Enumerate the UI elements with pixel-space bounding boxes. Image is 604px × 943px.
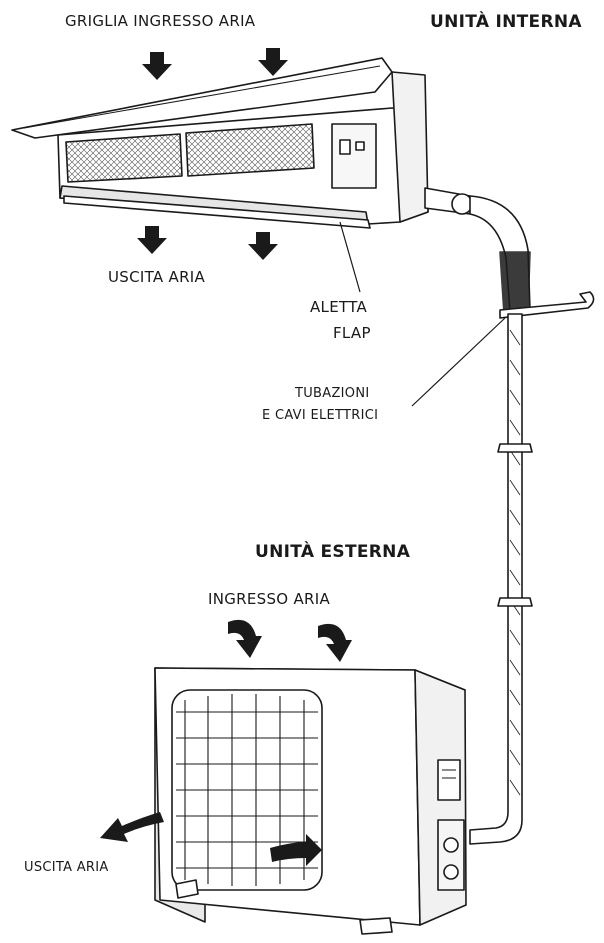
- rating-plate: [437, 759, 461, 801]
- curved-arrow-icon: [270, 834, 322, 866]
- down-arrow-icon: [137, 226, 167, 254]
- right-foot: [359, 917, 393, 935]
- control-panel: [331, 123, 377, 189]
- flap: [63, 195, 371, 229]
- outdoor-unit: [154, 667, 467, 935]
- wall-bracket: [499, 291, 595, 319]
- label-piping-line1: TUBAZIONI: [295, 386, 370, 401]
- label-air-inlet-grille: GRIGLIA INGRESSO ARIA: [65, 12, 256, 30]
- down-arrow-icon: [248, 232, 278, 260]
- down-arrow-icon: [258, 48, 288, 76]
- curved-arrow-icon: [100, 812, 164, 842]
- label-outdoor-air-inlet: INGRESSO ARIA: [208, 590, 331, 608]
- front-panel: [11, 57, 393, 139]
- curved-arrow-icon: [318, 623, 352, 662]
- indoor-outlet-arrows: [137, 226, 278, 260]
- label-outdoor-air-outlet: USCITA ARIA: [24, 860, 109, 875]
- left-filter: [65, 133, 183, 183]
- label-flap-line1: ALETTA: [310, 298, 368, 316]
- piping: [424, 187, 595, 845]
- left-foot: [175, 879, 199, 899]
- label-indoor-air-outlet: USCITA ARIA: [108, 268, 206, 286]
- indoor-unit-end-cap: [391, 71, 429, 223]
- outdoor-inlet-arrows: [228, 619, 352, 662]
- indoor-inlet-arrows: [142, 48, 288, 80]
- vertical-pipe: [469, 313, 523, 845]
- flap-leader: [339, 221, 361, 293]
- label-outdoor-unit-title: UNITÀ ESTERNA: [255, 542, 411, 562]
- label-piping-line2: E CAVI ELETTRICI: [262, 408, 379, 423]
- down-arrow-icon: [142, 52, 172, 80]
- piping-leader: [411, 317, 506, 407]
- right-filter: [185, 123, 315, 177]
- indoor-unit: [11, 57, 429, 229]
- curved-arrow-icon: [228, 619, 262, 658]
- label-indoor-unit-title: UNITÀ INTERNA: [430, 12, 582, 32]
- outdoor-outlet-arrows: [100, 812, 322, 866]
- label-flap-line2: FLAP: [333, 324, 371, 342]
